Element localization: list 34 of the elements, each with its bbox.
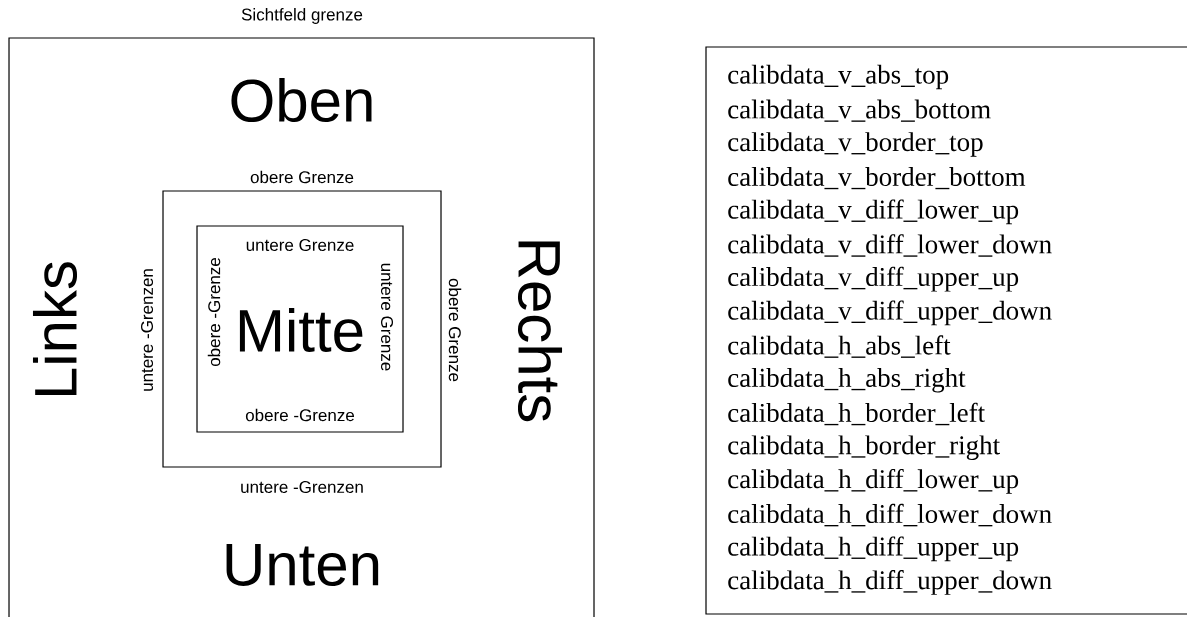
variable-name: calibdata_v_diff_lower_down	[728, 234, 1052, 257]
variable-name: calibdata_h_diff_upper_down	[728, 570, 1052, 595]
boundary-label: untere -Grenzen	[141, 269, 154, 391]
boundary-label: obere -Grenze	[207, 257, 221, 367]
boundary-label: obere -Grenze	[245, 408, 355, 422]
variable-name: calibdata_h_border_right	[728, 435, 1000, 460]
variable-name: calibdata_h_diff_lower_up	[728, 469, 1019, 494]
region-label: Links	[32, 262, 78, 396]
variable-name: calibdata_h_diff_lower_down	[728, 503, 1052, 527]
boundary-label: untere -Grenzen	[241, 480, 363, 493]
variable-name: calibdata_h_abs_right	[728, 368, 966, 393]
region-label: Oben	[231, 77, 372, 123]
variable-name: calibdata_v_abs_bottom	[728, 99, 991, 122]
variable-name: calibdata_h_border_left	[728, 402, 985, 426]
list-box	[705, 46, 1187, 615]
variable-name: calibdata_v_border_top	[728, 132, 983, 157]
variable-name: calibdata_h_abs_left	[728, 335, 951, 358]
boundary-box	[196, 225, 404, 433]
field-of-view-frame	[8, 37, 595, 617]
variable-name: calibdata_v_diff_upper_up	[728, 266, 1019, 292]
variable-name: calibdata_h_diff_upper_up	[728, 536, 1019, 562]
boundary-box	[162, 190, 442, 468]
variable-name: calibdata_v_abs_top	[728, 64, 949, 90]
region-label: Rechts	[517, 241, 563, 422]
boundary-label: obere Grenze	[250, 170, 354, 184]
variable-name: calibdata_v_diff_lower_up	[728, 199, 1019, 225]
boundary-label: untere Grenze	[246, 238, 354, 251]
variable-name: calibdata_v_diff_upper_down	[728, 300, 1052, 326]
region-label: Unten	[226, 544, 379, 586]
region-label: Mitte	[239, 307, 363, 353]
variable-name: calibdata_v_border_bottom	[728, 167, 1026, 190]
boundary-label: untere Grenze	[381, 263, 394, 371]
heading: Sichtfeld grenze	[241, 8, 363, 24]
boundary-label: obere Grenze	[448, 278, 462, 382]
